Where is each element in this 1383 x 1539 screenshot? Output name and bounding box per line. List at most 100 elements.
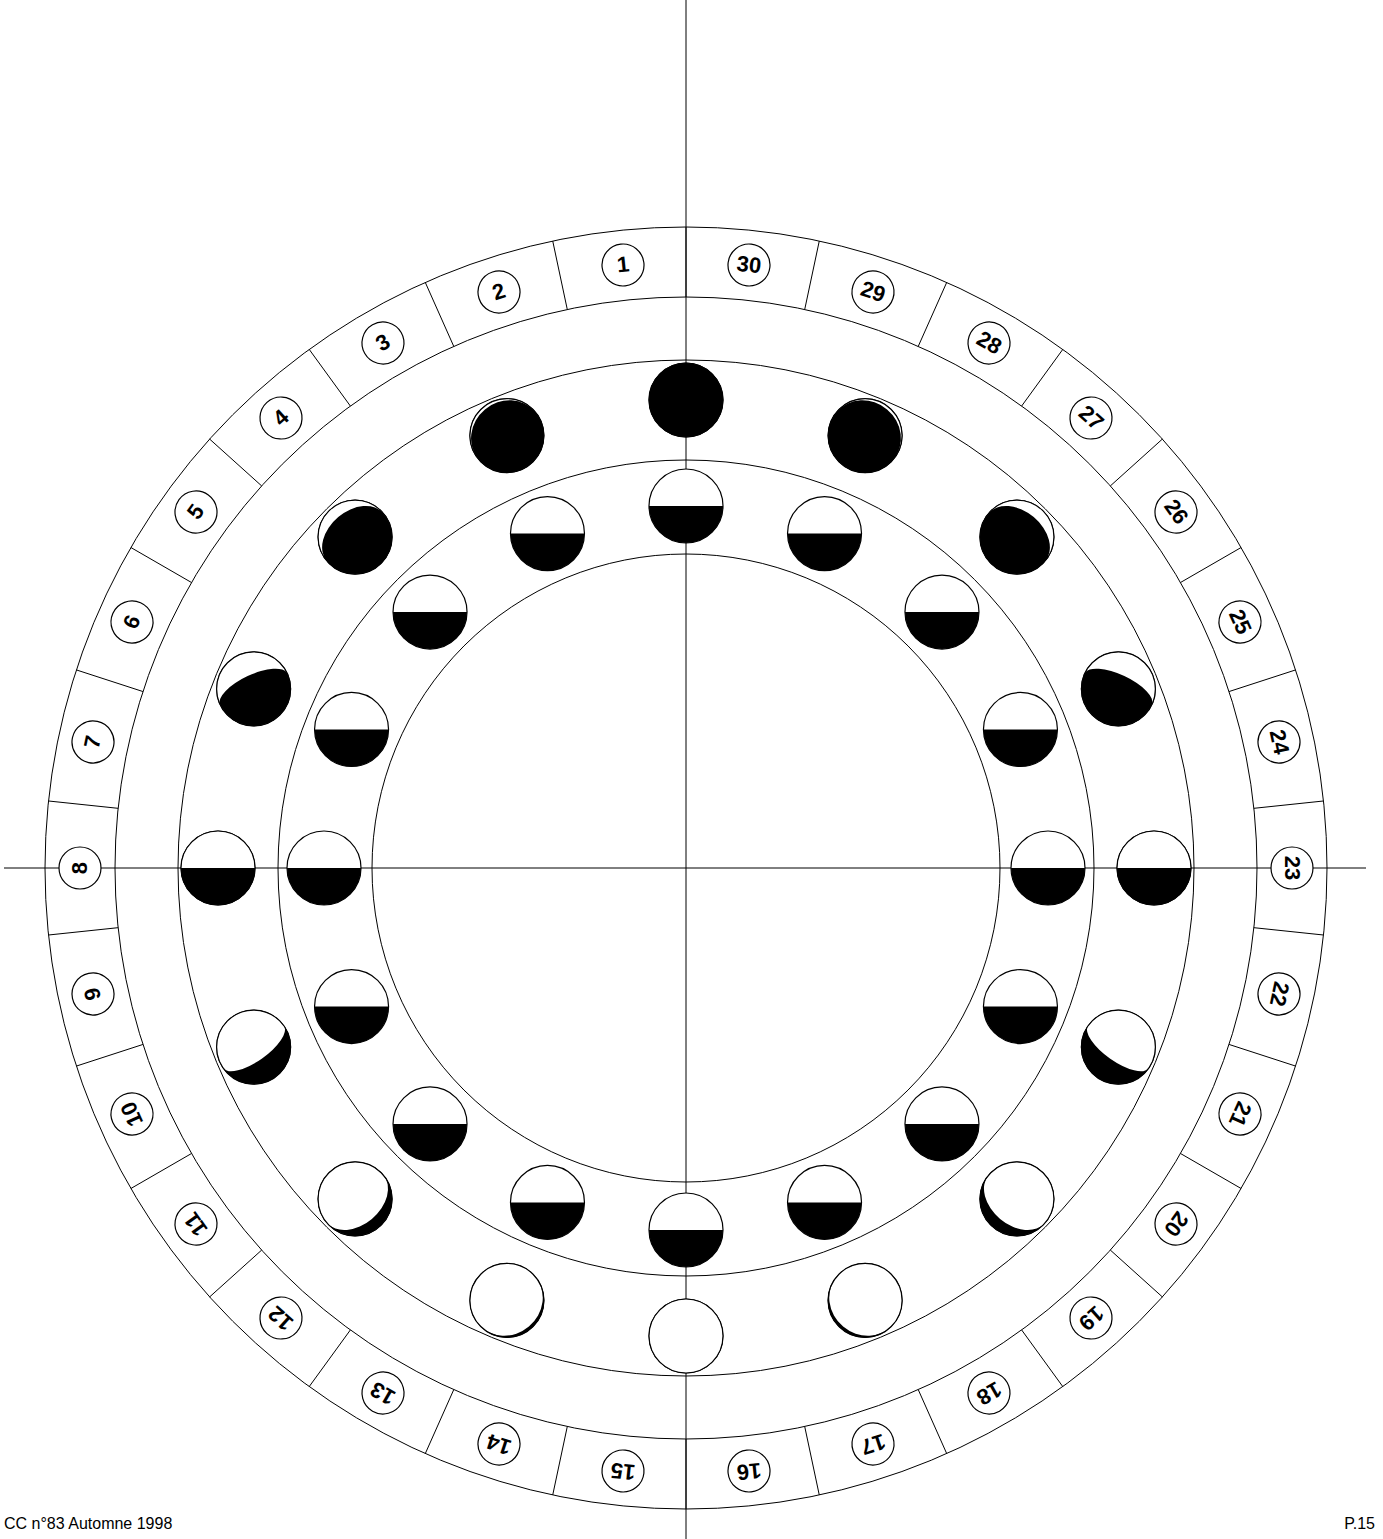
moon-dark: [315, 729, 389, 766]
number-circle: [68, 717, 118, 767]
day-number-circle: 8: [58, 846, 102, 890]
moon-outline: [983, 970, 1057, 1044]
lit-moon: [788, 497, 862, 571]
number-circle: [1062, 1289, 1121, 1348]
moon-lit: [837, 383, 917, 459]
cell-divider: [425, 282, 453, 346]
cell-divider: [76, 1044, 143, 1066]
seen-moon: [1081, 640, 1167, 726]
moon-outline: [1117, 831, 1191, 905]
day-number-circle: 27: [1060, 387, 1122, 449]
moon-outline: [393, 1087, 467, 1161]
lit-moon: [393, 575, 467, 649]
day-number: 16: [736, 1458, 763, 1482]
moon-dark: [983, 729, 1057, 766]
seen-moon: [455, 1248, 557, 1350]
cell-divider: [309, 349, 350, 406]
day-number-circle: 19: [1060, 1287, 1122, 1349]
day-number-circle: 13: [353, 1363, 413, 1423]
cell-divider: [686, 227, 687, 297]
number-circle: [251, 388, 310, 447]
number-circle: [726, 1448, 772, 1494]
number-circle: [354, 1364, 411, 1421]
moon-dark: [980, 500, 1054, 574]
seen-moon: [181, 831, 255, 905]
day-number-circle: 18: [959, 1363, 1019, 1423]
cell-divider: [1229, 1044, 1296, 1066]
number-circle: [354, 315, 411, 372]
moon-dark: [905, 1124, 979, 1161]
moon-lit: [455, 383, 535, 459]
moon-outline: [905, 1087, 979, 1161]
cell-divider: [1022, 1330, 1063, 1387]
cell-divider: [131, 548, 192, 583]
moon-outline: [510, 497, 584, 571]
cell-divider: [918, 1390, 946, 1454]
number-circle: [1212, 1087, 1267, 1142]
cell-divider: [1181, 548, 1242, 583]
number-circle: [1062, 388, 1121, 447]
cell-divider: [805, 1427, 820, 1495]
day-number-circle: 12: [249, 1287, 311, 1349]
seen-moon: [303, 485, 392, 574]
cell-divider: [210, 439, 262, 486]
day-number: 24: [1265, 728, 1292, 757]
seen-moon: [303, 1147, 400, 1243]
day-number: 1: [615, 254, 629, 277]
moon-dark: [510, 534, 584, 571]
cell-divider: [1254, 801, 1324, 808]
lit-moon: [510, 1165, 584, 1239]
seen-moon: [455, 383, 544, 472]
day-number-circle: 20: [1146, 1193, 1207, 1254]
cell-divider: [1110, 439, 1162, 486]
seen-moon: [815, 1248, 917, 1350]
moon-outline: [983, 692, 1057, 766]
moon-outline: [788, 497, 862, 571]
moon-dark: [905, 612, 979, 649]
moon-lit: [181, 831, 255, 868]
number-circle: [847, 265, 900, 318]
cell-divider: [1229, 670, 1296, 692]
moon-lit: [972, 1147, 1069, 1243]
number-circle: [1212, 594, 1267, 649]
cell-divider: [1022, 349, 1063, 406]
number-circle: [472, 265, 525, 318]
number-circle: [105, 594, 160, 649]
number-circle: [1254, 717, 1304, 767]
cell-divider: [1254, 928, 1324, 935]
lit-moon: [315, 970, 389, 1044]
lit-moon: [315, 692, 389, 766]
moon-dark: [828, 399, 902, 473]
moon-lit: [1080, 996, 1170, 1080]
day-number: 22: [1265, 980, 1292, 1009]
moon-lit: [989, 485, 1069, 561]
number-circle: [166, 482, 225, 541]
moon-dark: [315, 1007, 389, 1044]
cell-divider: [553, 241, 568, 309]
seen-moon: [649, 363, 723, 437]
day-number-circle: 5: [165, 481, 226, 542]
moon-outline: [1081, 652, 1155, 726]
moon-dark: [1011, 868, 1085, 905]
moon-outline: [980, 500, 1054, 574]
number-circle: [1147, 482, 1206, 541]
moon-dark: [287, 868, 361, 905]
day-number-circle: 25: [1211, 592, 1269, 650]
moon-lit: [815, 1248, 917, 1350]
moon-outline: [1081, 1010, 1155, 1084]
day-number-circle: 11: [165, 1193, 226, 1254]
moon-outline: [649, 363, 723, 437]
lit-moon: [510, 497, 584, 571]
moon-lit: [649, 1299, 723, 1373]
moon-outline: [470, 399, 544, 473]
moon-dark: [510, 1202, 584, 1239]
number-circle: [166, 1195, 225, 1254]
moon-outline: [318, 500, 392, 574]
cell-divider: [76, 670, 143, 692]
moon-lit: [303, 485, 383, 561]
day-number: 30: [736, 253, 763, 277]
day-number-circle: 6: [103, 592, 161, 650]
lit-moon: [983, 970, 1057, 1044]
